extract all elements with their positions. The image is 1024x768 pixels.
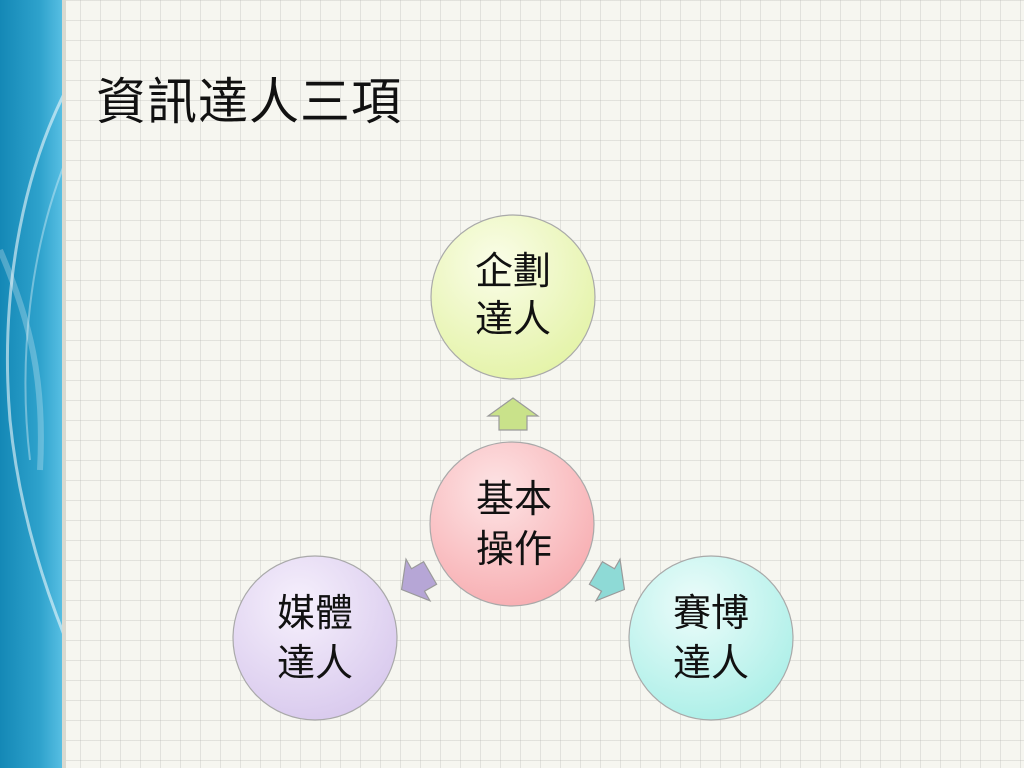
node-left-line-1: 媒體	[277, 591, 353, 635]
node-right-line-2: 達人	[673, 641, 749, 685]
arrow-up-icon	[486, 397, 540, 431]
node-center-line-1: 基本	[476, 477, 552, 521]
node-left-line-2: 達人	[277, 641, 353, 685]
node-center: 基本 操作	[429, 441, 595, 607]
arrow-down-left-icon	[400, 557, 438, 602]
node-top: 企劃 達人	[430, 214, 596, 380]
node-center-line-2: 操作	[476, 527, 552, 571]
node-top-line-2: 達人	[475, 297, 551, 341]
slide-title: 資訊達人三項	[96, 73, 402, 131]
node-top-line-1: 企劃	[475, 249, 551, 293]
arrow-down-right-icon	[588, 557, 626, 602]
node-right-line-1: 賽博	[673, 591, 749, 635]
node-left: 媒體 達人	[232, 555, 398, 721]
side-decoration-band	[0, 0, 66, 768]
node-right: 賽博 達人	[628, 555, 794, 721]
